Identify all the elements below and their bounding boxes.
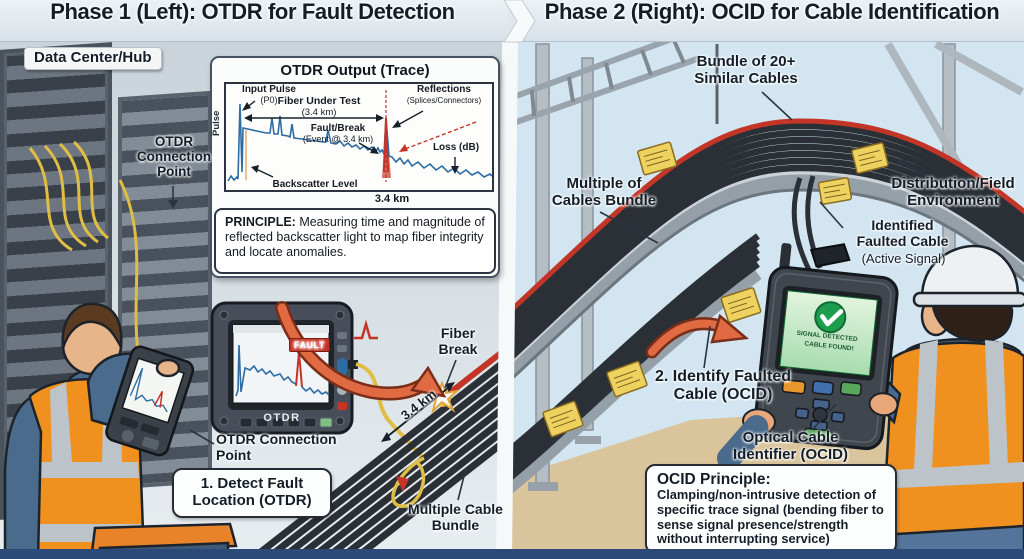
multiple-cables-bundle-label: Multiple of Cables Bundle	[551, 175, 657, 209]
otdr-trace-panel: OTDR Output (Trace) Pulse	[210, 56, 500, 278]
fiber-wrap	[391, 456, 426, 508]
note-fiber-under-test: Fiber Under Test (3.4 km)	[277, 95, 361, 119]
x-axis-tick: 3.4 km	[374, 193, 410, 205]
panel-divider	[496, 42, 518, 559]
step2-label: 2. Identify Faulted Cable (OCID)	[654, 368, 791, 403]
fiber-patch-cables	[28, 140, 142, 366]
note-input-pulse: Input Pulse (P0)	[242, 84, 296, 105]
ocid-principle-body: Clamping/non-intrusive detection of spec…	[657, 487, 884, 547]
trace-plot	[227, 90, 492, 182]
footer-bar	[0, 549, 1024, 559]
fault-badge: FAULT	[289, 338, 330, 353]
y-axis-label: Pulse	[211, 110, 222, 136]
trace-chart: Input Pulse (P0) Fiber Under Test (3.4 k…	[224, 82, 494, 192]
otdr-principle-box: PRINCIPLE: Measuring time and magnitude …	[214, 208, 496, 274]
header-band-phase2	[516, 0, 1024, 42]
otdr-device-name: OTDR	[263, 412, 301, 424]
ocid-name-label: Optical Cable Identifier (OCID)	[733, 429, 848, 463]
technician-left	[3, 302, 238, 559]
ocid-principle-box: OCID Principle: Clamping/non-intrusive d…	[645, 464, 897, 554]
fiber-break-label: Fiber Break	[438, 325, 478, 357]
phase1-title: Phase 1 (Left): OTDR for Fault Detection	[50, 0, 455, 24]
left-connectors	[168, 186, 467, 501]
trace-title: OTDR Output (Trace)	[280, 62, 430, 79]
note-loss: Loss (dB)	[432, 142, 480, 153]
wrap-arrowhead	[396, 476, 409, 492]
cable-run-main	[504, 118, 1024, 387]
distribution-environment-label: Distribution/Field Environment	[891, 175, 1015, 209]
identified-cable-label: Identified Faulted Cable	[856, 217, 949, 249]
cable-tags	[542, 141, 889, 438]
header-band-phase1	[0, 0, 508, 42]
otdr-connection-point-top: OTDR Connection Point	[136, 134, 212, 180]
ocid-device	[716, 243, 899, 471]
otdr-connection-point-bottom: OTDR Connection Point	[216, 431, 337, 463]
divider-chevron	[503, 0, 536, 43]
note-reflections: Reflections (Splices/Connectors)	[406, 84, 482, 105]
phase2-title: Phase 2 (Right): OCID for Cable Identifi…	[544, 0, 1000, 24]
bundle-20-label: Bundle of 20+ Similar Cables	[694, 53, 798, 87]
note-fault-break: Fault/Break (Event @ 3.4 km)	[302, 123, 374, 144]
data-center-label: Data Center/Hub	[24, 47, 162, 70]
multiple-cable-bundle-label: Multiple Cable Bundle	[408, 501, 503, 533]
identify-arrow-right	[645, 313, 750, 359]
pulse-glyph	[354, 319, 378, 340]
note-backscatter: Backscatter Level	[272, 178, 358, 190]
right-connectors	[599, 91, 937, 431]
step1-box: 1. Detect Fault Location (OTDR)	[172, 468, 332, 518]
ocid-principle-title: OCID Principle:	[657, 471, 771, 488]
identified-cable-sub: (Active Signal)	[861, 251, 946, 266]
